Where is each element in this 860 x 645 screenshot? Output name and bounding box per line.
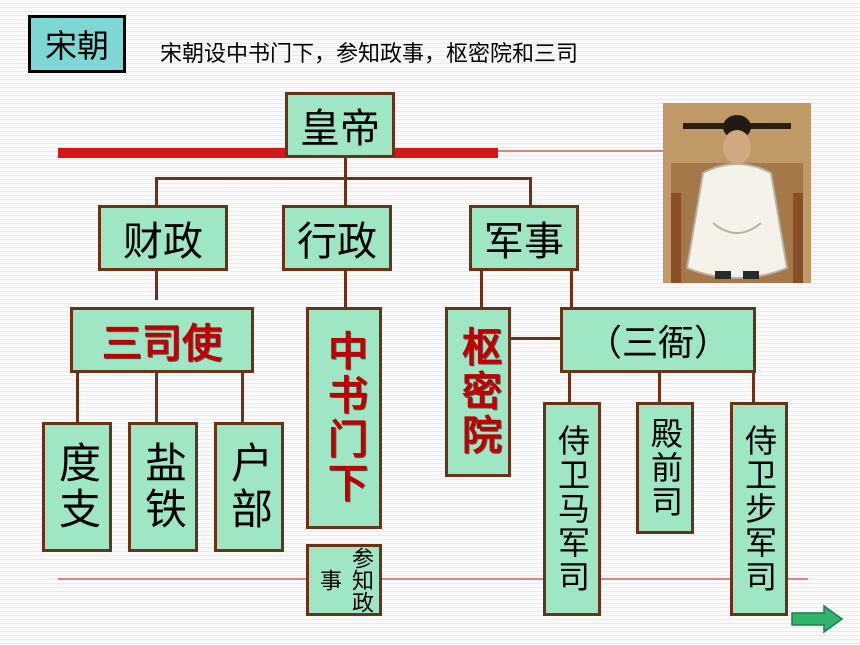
connector [344, 177, 347, 207]
palace-command-box: 殿前司 [636, 402, 694, 534]
next-arrow-icon[interactable] [790, 604, 844, 634]
three-offices-envoy-box: 三司使 [70, 307, 254, 373]
military-box: 军事 [469, 205, 579, 271]
connector [155, 372, 158, 422]
red-bar [58, 148, 498, 158]
subtitle: 宋朝设中书门下，参知政事，枢密院和三司 [160, 42, 579, 67]
connector [155, 177, 158, 207]
duzhi-box: 度支 [42, 422, 112, 552]
cavalry-guard-box: 侍卫马军司 [543, 402, 601, 616]
finance-box: 财政 [98, 205, 228, 271]
emperor-box: 皇帝 [285, 92, 395, 158]
connector [570, 270, 573, 308]
connector [241, 372, 244, 422]
thin-red-rule-bottom [58, 578, 808, 580]
canzhi-zhengshi-box: 参知政事 [306, 544, 382, 616]
yantie-box: 盐铁 [128, 422, 198, 552]
connector [658, 372, 661, 402]
connector [752, 372, 755, 402]
hubu-box: 户部 [214, 422, 284, 552]
title-tag: 宋朝 [28, 15, 126, 73]
connector [155, 177, 532, 180]
privy-council-box: 枢密院 [445, 307, 511, 477]
connector [344, 155, 347, 179]
connector [480, 270, 483, 308]
thin-red-rule-top [498, 150, 668, 152]
connector [344, 270, 347, 308]
connector [155, 270, 158, 300]
three-commands-box: （三衙） [560, 307, 756, 373]
infantry-guard-box: 侍卫步军司 [730, 402, 788, 616]
emperor-portrait [663, 103, 811, 283]
connector [510, 337, 560, 340]
connector [529, 177, 532, 207]
connector [568, 372, 571, 402]
secretariat-box: 中书门下 [306, 307, 382, 529]
connector [76, 372, 79, 422]
administration-box: 行政 [282, 205, 392, 271]
